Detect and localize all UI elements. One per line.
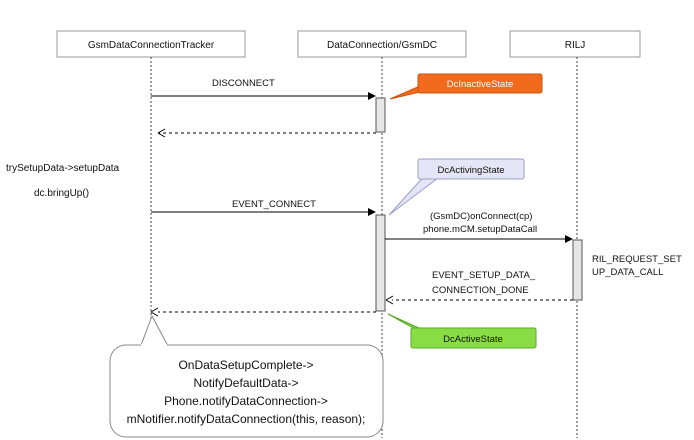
message-label-event-connect: EVENT_CONNECT <box>232 199 316 210</box>
lifeline-label-tracker: GsmDataConnectionTracker <box>88 40 215 51</box>
callback-note-line1: OnDataSetupComplete-> <box>178 358 313 372</box>
side-label-try-setup: trySetupData->setupData <box>6 163 120 174</box>
state-inactive-pointer <box>389 85 421 100</box>
state-activing-box <box>417 158 525 180</box>
callback-note-line2: NotifyDefaultData-> <box>193 376 298 390</box>
lifeline-header-tracker: GsmDataConnectionTracker <box>56 30 246 58</box>
rilj-label-request-line1: RIL_REQUEST_SET <box>592 254 682 265</box>
lifeline-label-rilj: RILJ <box>565 40 586 51</box>
return-arrowhead-disconnect <box>157 128 166 138</box>
activation-bar-dc-connect <box>375 214 386 312</box>
state-active-label: DcActiveState <box>443 334 503 345</box>
message-label-disconnect: DISCONNECT <box>212 78 275 89</box>
callback-note-join <box>141 344 167 347</box>
message-label-setup-done-line2: CONNECTION_DONE <box>432 285 529 296</box>
activation-bar-dc-disconnect <box>375 97 386 133</box>
callback-note: OnDataSetupComplete-> NotifyDefaultData-… <box>109 314 384 438</box>
activation-bar-rilj <box>572 239 583 301</box>
callback-note-line3: Phone.notifyDataConnection-> <box>164 394 328 408</box>
message-label-onconnect: (GsmDC)onConnect(cp) <box>430 211 532 222</box>
message-label-setup-data-call: phone.mCM.setupDataCall <box>423 224 537 235</box>
state-activing: DcActivingState <box>388 158 525 216</box>
lifeline-label-dc: DataConnection/GsmDC <box>327 40 437 51</box>
lifeline-header-rilj: RILJ <box>509 30 641 58</box>
state-inactive: DcInactiveState <box>389 73 543 100</box>
callback-note-pointer <box>139 314 169 349</box>
rilj-label-request-line2: UP_DATA_CALL <box>592 267 663 278</box>
state-inactive-label: DcInactiveState <box>447 79 514 90</box>
return-arrowhead-setup-done <box>385 295 394 305</box>
state-activing-label: DcActivingState <box>437 165 504 176</box>
callback-note-box <box>109 344 384 438</box>
state-active: DcActiveState <box>387 313 537 349</box>
lifeline-header-dc: DataConnection/GsmDC <box>297 30 467 58</box>
callback-note-line4: mNotifier.notifyDataConnection(this, rea… <box>127 412 366 426</box>
side-label-bring-up: dc.bringUp() <box>34 188 89 199</box>
message-label-setup-done-line1: EVENT_SETUP_DATA_ <box>432 270 536 281</box>
state-inactive-box <box>417 73 543 94</box>
return-arrowhead-connect <box>150 307 159 317</box>
state-active-box <box>410 327 537 349</box>
